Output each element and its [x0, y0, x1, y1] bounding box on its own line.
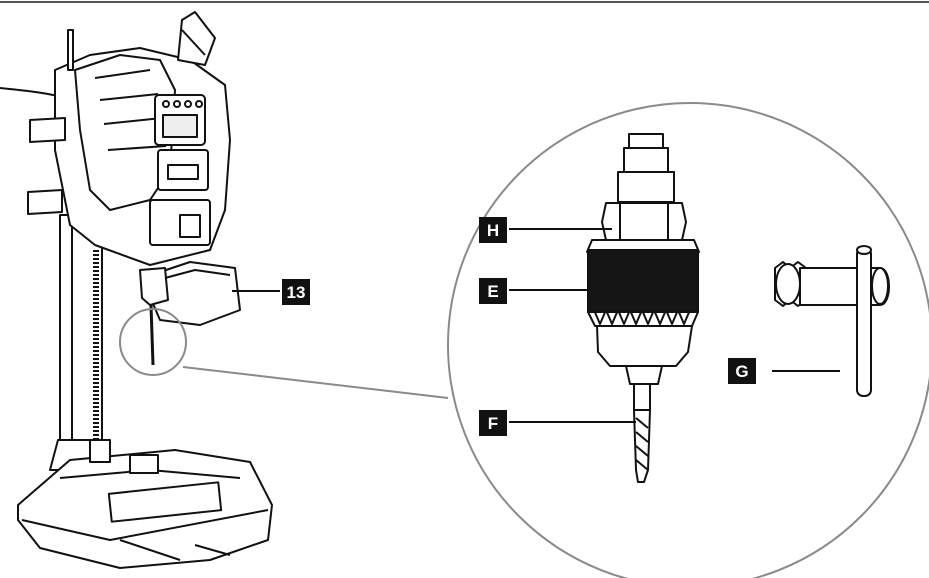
chuck-assembly	[586, 133, 700, 483]
callout-e-text: E	[487, 282, 498, 301]
drill-press-illustration	[0, 11, 273, 569]
zoom-connector-line	[182, 366, 449, 399]
callout-13-text: 13	[287, 283, 306, 302]
callout-f: F	[479, 410, 636, 436]
callout-f-text: F	[488, 414, 498, 433]
detail-circle-small	[119, 308, 187, 376]
callout-h-text: H	[487, 221, 499, 240]
chuck-key	[774, 245, 890, 397]
callout-h: H	[479, 217, 612, 243]
callout-g-text: G	[735, 362, 748, 381]
callout-g: G	[728, 358, 840, 384]
callout-13: 13	[232, 279, 310, 305]
callout-e: E	[479, 278, 590, 304]
